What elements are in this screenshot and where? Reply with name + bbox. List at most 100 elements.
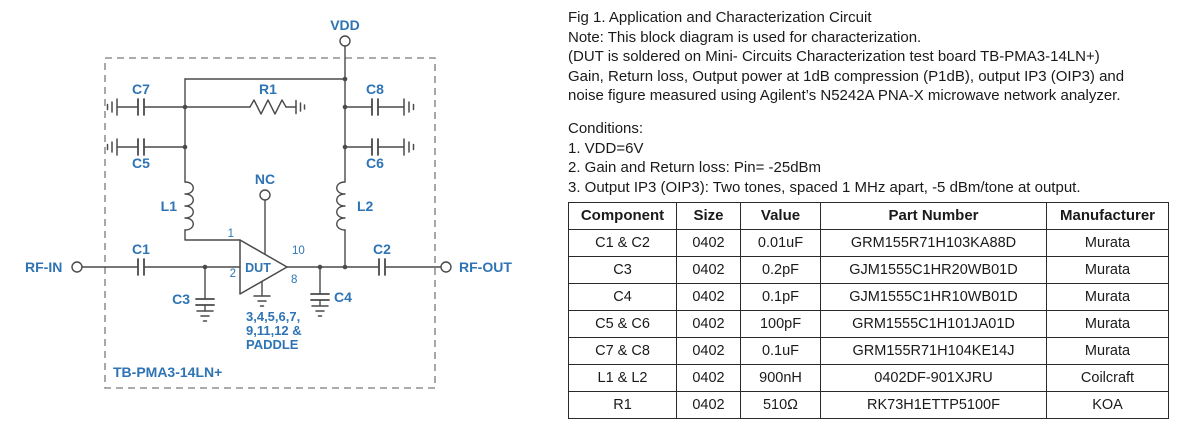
col-header-value: Value xyxy=(740,202,821,230)
dut-label: DUT xyxy=(245,261,271,275)
figure-title: Fig 1. Application and Characterization … xyxy=(568,9,872,26)
rf-out-terminal-icon xyxy=(440,261,452,273)
cell-value: 0.1uF xyxy=(740,337,821,365)
rf-out-label: RF-OUT xyxy=(459,259,512,275)
cell-manufacturer: Coilcraft xyxy=(1046,364,1169,392)
table-header-row: Component Size Value Part Number Manufac… xyxy=(568,202,1169,230)
resistor-r1: R1 xyxy=(184,81,306,115)
figure-note-line: Gain, Return loss, Output power at 1dB c… xyxy=(568,67,1125,85)
cell-part-number: GRM1555C1H101JA01D xyxy=(820,310,1047,338)
cell-component: C7 & C8 xyxy=(568,337,677,365)
c2-label: C2 xyxy=(373,241,391,257)
cell-part-number: RK73H1ETTP5100F xyxy=(820,391,1047,419)
capacitor-plates-icon xyxy=(195,298,215,306)
grounded-pads-line: 9,11,12 & xyxy=(246,323,302,338)
vdd-terminal-icon xyxy=(339,35,351,47)
cell-part-number: GJM1555C1HR10WB01D xyxy=(820,283,1047,311)
capacitor-c4: C4 xyxy=(310,266,352,317)
ground-icon xyxy=(311,305,329,317)
table-row: L1 & L2 0402 900nH 0402DF-901XJRU Coilcr… xyxy=(568,364,1169,392)
cell-value: 0.2pF xyxy=(740,256,821,284)
pin-10-label: 10 xyxy=(292,245,305,257)
cell-manufacturer: Murata xyxy=(1046,256,1169,284)
col-header-component: Component xyxy=(568,202,677,230)
cell-manufacturer: KOA xyxy=(1046,391,1169,419)
c5-label: C5 xyxy=(132,155,150,171)
grounded-pads-line: PADDLE xyxy=(246,337,299,352)
cell-size: 0402 xyxy=(676,283,741,311)
inductor-coil-icon xyxy=(336,181,346,231)
nc-terminal-icon xyxy=(259,189,271,201)
pin-2-label: 2 xyxy=(230,268,236,280)
vdd-supply: VDD xyxy=(184,17,360,183)
figure-note-line: noise figure measured using Agilent’s N5… xyxy=(568,87,1121,104)
cell-component: C4 xyxy=(568,283,677,311)
condition-item: 1. VDD=6V xyxy=(568,139,644,157)
col-header-size: Size xyxy=(676,202,741,230)
c3-label: C3 xyxy=(172,291,190,307)
table-row: C4 0402 0.1pF GJM1555C1HR10WB01D Murata xyxy=(568,283,1169,311)
capacitor-c5: C5 xyxy=(106,138,186,171)
col-header-part-number: Part Number xyxy=(820,202,1047,230)
wire xyxy=(184,229,241,241)
dut-amplifier: DUT 1 2 10 8 3,4,5,6,7, 9,11,12 & PADDLE xyxy=(228,228,305,352)
ground-icon xyxy=(196,310,214,322)
table-row: C1 & C2 0402 0.01uF GRM155R71H103KA88D M… xyxy=(568,229,1169,257)
cell-component: R1 xyxy=(568,391,677,419)
conditions-block: Conditions: 1. VDD=6V 2. Gain and Return… xyxy=(568,119,1184,197)
cell-manufacturer: Murata xyxy=(1046,337,1169,365)
circuit-schematic: VDD C7 C5 R1 xyxy=(25,17,512,389)
condition-item: 3. Output IP3 (OIP3): Two tones, spaced … xyxy=(568,178,1081,196)
grounded-pads-line: 3,4,5,6,7, xyxy=(246,309,300,324)
capacitor-plates-icon xyxy=(137,138,145,156)
test-board-label: TB-PMA3-14LN+ xyxy=(113,364,222,380)
capacitor-c2: C2 xyxy=(373,241,391,276)
cell-component: L1 & L2 xyxy=(568,364,677,392)
cell-value: 510Ω xyxy=(740,391,821,419)
cell-size: 0402 xyxy=(676,256,741,284)
schematic-pane: VDD C7 C5 R1 xyxy=(0,0,560,423)
inductor-l1: L1 xyxy=(161,181,241,241)
c1-label: C1 xyxy=(132,241,150,257)
cell-part-number: GRM155R71H103KA88D xyxy=(820,229,1047,257)
capacitor-plates-icon xyxy=(137,258,145,276)
inductor-l2: L2 xyxy=(336,181,374,268)
rf-input: RF-IN xyxy=(25,259,139,275)
nc-label: NC xyxy=(255,171,275,187)
ground-icon xyxy=(106,98,118,116)
rf-output: C2 RF-OUT xyxy=(286,241,512,276)
ground-icon xyxy=(253,295,271,307)
cell-size: 0402 xyxy=(676,337,741,365)
ground-icon xyxy=(106,138,118,156)
inductor-coil-icon xyxy=(184,181,194,231)
col-header-manufacturer: Manufacturer xyxy=(1046,202,1169,230)
cell-value: 0.01uF xyxy=(740,229,821,257)
nc-pin: NC xyxy=(255,171,275,255)
cell-manufacturer: Murata xyxy=(1046,229,1169,257)
capacitor-c1: C1 xyxy=(132,241,241,276)
cell-value: 900nH xyxy=(740,364,821,392)
l2-label: L2 xyxy=(357,198,374,214)
capacitor-plates-icon xyxy=(371,138,379,156)
capacitor-plates-icon xyxy=(371,98,379,116)
cell-value: 0.1pF xyxy=(740,283,821,311)
cell-size: 0402 xyxy=(676,391,741,419)
components-table: Component Size Value Part Number Manufac… xyxy=(568,202,1169,419)
table-row: C7 & C8 0402 0.1uF GRM155R71H104KE14J Mu… xyxy=(568,337,1169,365)
capacitor-plates-icon xyxy=(310,293,330,301)
capacitor-plates-icon xyxy=(378,258,386,276)
cell-value: 100pF xyxy=(740,310,821,338)
table-row: C5 & C6 0402 100pF GRM1555C1H101JA01D Mu… xyxy=(568,310,1169,338)
cell-size: 0402 xyxy=(676,229,741,257)
capacitor-plates-icon xyxy=(137,98,145,116)
condition-item: 2. Gain and Return loss: Pin= -25dBm xyxy=(568,159,822,176)
l1-label: L1 xyxy=(161,198,178,214)
c4-label: C4 xyxy=(334,289,352,305)
capacitor-c3: C3 xyxy=(172,266,215,322)
figure-note-line: Note: This block diagram is used for cha… xyxy=(568,28,922,46)
figure-caption-block: Fig 1. Application and Characterization … xyxy=(568,8,1184,106)
cell-manufacturer: Murata xyxy=(1046,310,1169,338)
table-row: R1 0402 510Ω RK73H1ETTP5100F KOA xyxy=(568,391,1169,419)
cell-part-number: GJM1555C1HR20WB01D xyxy=(820,256,1047,284)
pin-1-label: 1 xyxy=(228,228,234,240)
